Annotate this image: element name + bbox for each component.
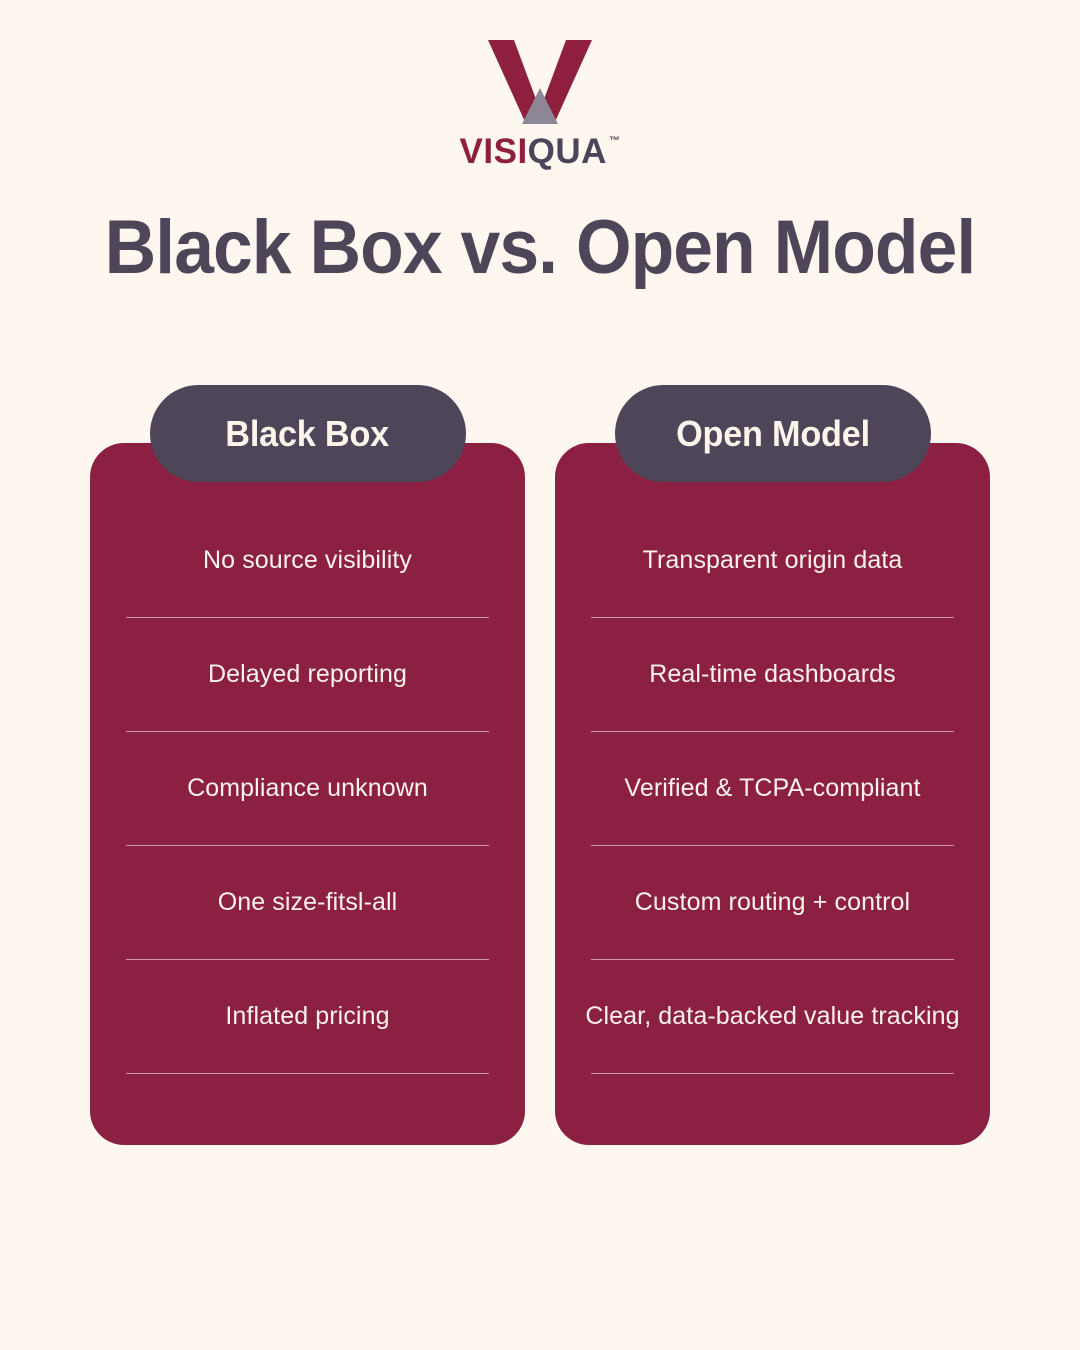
card-black-box: [90, 443, 525, 1145]
list-item-label: Transparent origin data: [642, 546, 903, 574]
column-header-open-model: Open Model: [614, 385, 931, 482]
list-item: One size-fitsl-all: [126, 846, 489, 960]
page-title: Black Box vs. Open Model: [104, 205, 977, 290]
list-item: No source visibility: [126, 504, 489, 618]
list-item: Custom routing + control: [591, 846, 954, 960]
list-item-label: Clear, data-backed value tracking: [585, 1002, 960, 1030]
list-item: Real-time dashboards: [591, 618, 954, 732]
list-item: Compliance unknown: [126, 732, 489, 846]
v-triangle-logo-icon: [488, 40, 592, 124]
list-item-label: No source visibility: [202, 546, 412, 574]
list-item: Transparent origin data: [591, 504, 954, 618]
card-open-model: [555, 443, 990, 1145]
list-item-label: Inflated pricing: [225, 1002, 390, 1030]
column-header-label: Open Model: [675, 412, 870, 454]
list-item-label: Delayed reporting: [207, 660, 408, 688]
wordmark-part-1: VISI: [459, 132, 528, 171]
feature-list-open-model: Transparent origin data Real-time dashbo…: [585, 482, 960, 1074]
column-header-black-box: Black Box: [149, 385, 466, 482]
list-item: Verified & TCPA-compliant: [591, 732, 954, 846]
list-item: Clear, data-backed value tracking: [585, 960, 960, 1074]
comparison-columns: Black Box No source visibility Delayed r…: [90, 385, 990, 1145]
list-item: Delayed reporting: [126, 618, 489, 732]
column-black-box: Black Box No source visibility Delayed r…: [90, 385, 525, 1145]
list-item-label: One size-fitsl-all: [217, 888, 398, 916]
list-item-label: Verified & TCPA-compliant: [624, 774, 921, 802]
feature-list-black-box: No source visibility Delayed reporting C…: [126, 482, 489, 1074]
wordmark-part-2: QUA: [527, 132, 607, 171]
trademark-symbol: ™: [608, 135, 621, 147]
list-item-label: Real-time dashboards: [649, 660, 896, 688]
list-item: Inflated pricing: [126, 960, 489, 1074]
column-header-label: Black Box: [225, 412, 390, 454]
list-item-label: Compliance unknown: [187, 774, 428, 802]
list-item-label: Custom routing + control: [634, 888, 911, 916]
column-open-model: Open Model Transparent origin data Real-…: [555, 385, 990, 1145]
